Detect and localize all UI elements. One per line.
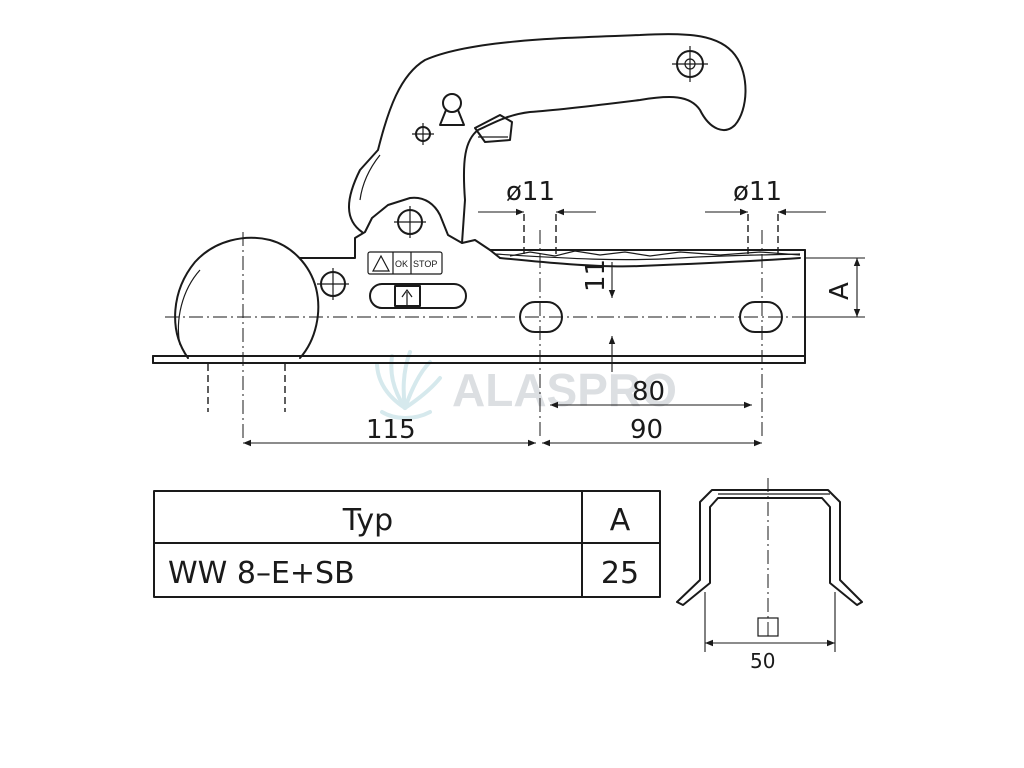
- warning-triangle-icon: [372, 254, 390, 272]
- watermark: ALASPRO: [375, 350, 677, 420]
- dim-hole-left: ø11: [506, 177, 555, 207]
- dim-hole-right: ø11: [733, 177, 782, 207]
- dim-A: A: [825, 282, 855, 300]
- table-header-a: A: [610, 503, 631, 538]
- dim-80: 80: [632, 377, 665, 407]
- label-ok: OK: [395, 259, 408, 269]
- mounting-slots: [519, 214, 800, 440]
- type-table: Typ A WW 8–E+SB 25: [153, 490, 661, 598]
- coupling-housing: [152, 196, 806, 364]
- table-cell-typ: WW 8–E+SB: [168, 556, 355, 591]
- label-stop: STOP: [413, 259, 437, 269]
- table-cell-a: 25: [601, 556, 639, 591]
- dim-90: 90: [630, 415, 663, 445]
- coupling-handle: [348, 33, 747, 244]
- watermark-text: ALASPRO: [452, 364, 677, 416]
- ball-socket: [165, 232, 605, 440]
- dim-115: 115: [366, 415, 416, 445]
- profile-section: 50: [676, 478, 863, 673]
- table-header-typ: Typ: [342, 503, 393, 538]
- leaf-fan-icon: [375, 350, 442, 420]
- arrow-up-icon: [401, 288, 413, 305]
- dimensions: ø11 ø11 11 A 80 115 90: [243, 177, 865, 447]
- safety-indicator: OK STOP: [367, 251, 467, 309]
- dim-11: 11: [581, 259, 611, 292]
- dim-50: 50: [750, 649, 775, 673]
